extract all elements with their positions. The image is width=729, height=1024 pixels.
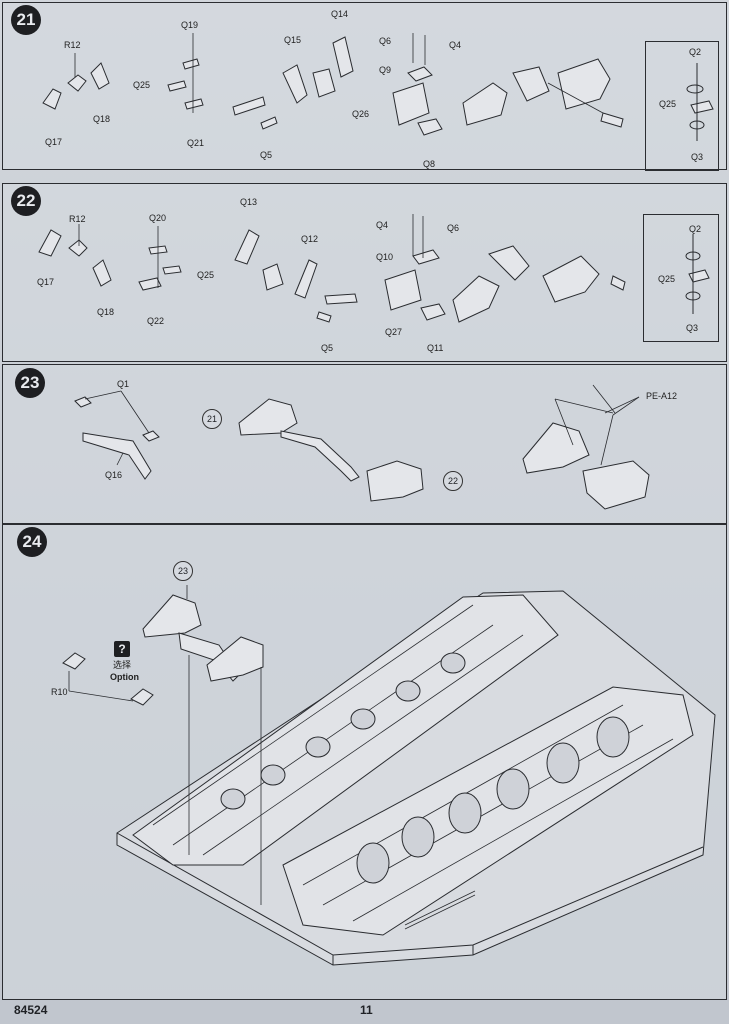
label-Q18: Q18 [97, 307, 115, 317]
inset-label-Q25: Q25 [658, 274, 676, 284]
step-24-drawing [62, 585, 716, 966]
option-label-cn: 选择 [113, 660, 132, 670]
inset-label-Q3: Q3 [691, 152, 704, 162]
step-24-panel: 24 [2, 524, 727, 1000]
step-22-panel: 22 [2, 183, 727, 362]
label-R12: R12 [64, 40, 81, 50]
step-22-badge: 22 [11, 186, 41, 216]
step-21-panel: 21 [2, 2, 727, 171]
option-label-en: Option [110, 672, 139, 682]
step-23-drawing [74, 384, 650, 510]
label-Q18: Q18 [93, 114, 111, 124]
label-Q21: Q21 [187, 138, 205, 148]
label-Q4: Q4 [376, 220, 389, 230]
footer-product-code: 84524 [14, 1003, 48, 1017]
label-PE-A12: PE-A12 [646, 391, 678, 401]
label-Q9: Q9 [379, 65, 392, 75]
step-24-badge: 24 [17, 527, 47, 557]
inset-label-Q25: Q25 [659, 99, 677, 109]
inset-label-Q2: Q2 [689, 224, 702, 234]
label-Q17: Q17 [37, 277, 55, 287]
question-mark-icon: ? [114, 641, 130, 657]
label-Q12: Q12 [301, 234, 319, 244]
label-Q25: Q25 [133, 80, 151, 90]
inset-label-Q3: Q3 [686, 323, 699, 333]
label-Q22: Q22 [147, 316, 165, 326]
label-Q27: Q27 [385, 327, 403, 337]
inset-label-Q2: Q2 [689, 47, 702, 57]
label-Q17: Q17 [45, 137, 63, 147]
step-21-drawing [42, 33, 714, 141]
label-Q5: Q5 [321, 343, 334, 353]
label-Q5: Q5 [260, 150, 273, 160]
ref-circle-23: 23 [173, 561, 193, 581]
label-R12: R12 [69, 214, 86, 224]
label-Q6: Q6 [379, 36, 392, 46]
label-Q20: Q20 [149, 213, 167, 223]
label-Q19: Q19 [181, 20, 199, 30]
step-21-inset [645, 41, 719, 171]
label-Q4: Q4 [449, 40, 462, 50]
label-Q6: Q6 [447, 223, 460, 233]
label-Q1: Q1 [117, 379, 130, 389]
label-Q15: Q15 [284, 35, 302, 45]
label-Q16: Q16 [105, 470, 123, 480]
label-Q11: Q11 [427, 343, 444, 353]
label-Q26: Q26 [352, 109, 370, 119]
label-Q25: Q25 [197, 270, 215, 280]
label-Q8: Q8 [423, 159, 436, 169]
step-22-drawing [38, 214, 710, 323]
label-Q13: Q13 [240, 197, 258, 207]
step-23-panel: 23 Q1 [2, 364, 727, 524]
label-Q14: Q14 [331, 9, 349, 19]
ref-circle-21: 21 [202, 409, 222, 429]
step-21-badge: 21 [11, 5, 41, 35]
step-22-inset [643, 214, 719, 342]
step-23-badge: 23 [15, 368, 45, 398]
footer-page-number: 11 [360, 1003, 373, 1017]
label-R10: R10 [51, 687, 68, 697]
ref-circle-22: 22 [443, 471, 463, 491]
label-Q10: Q10 [376, 252, 394, 262]
